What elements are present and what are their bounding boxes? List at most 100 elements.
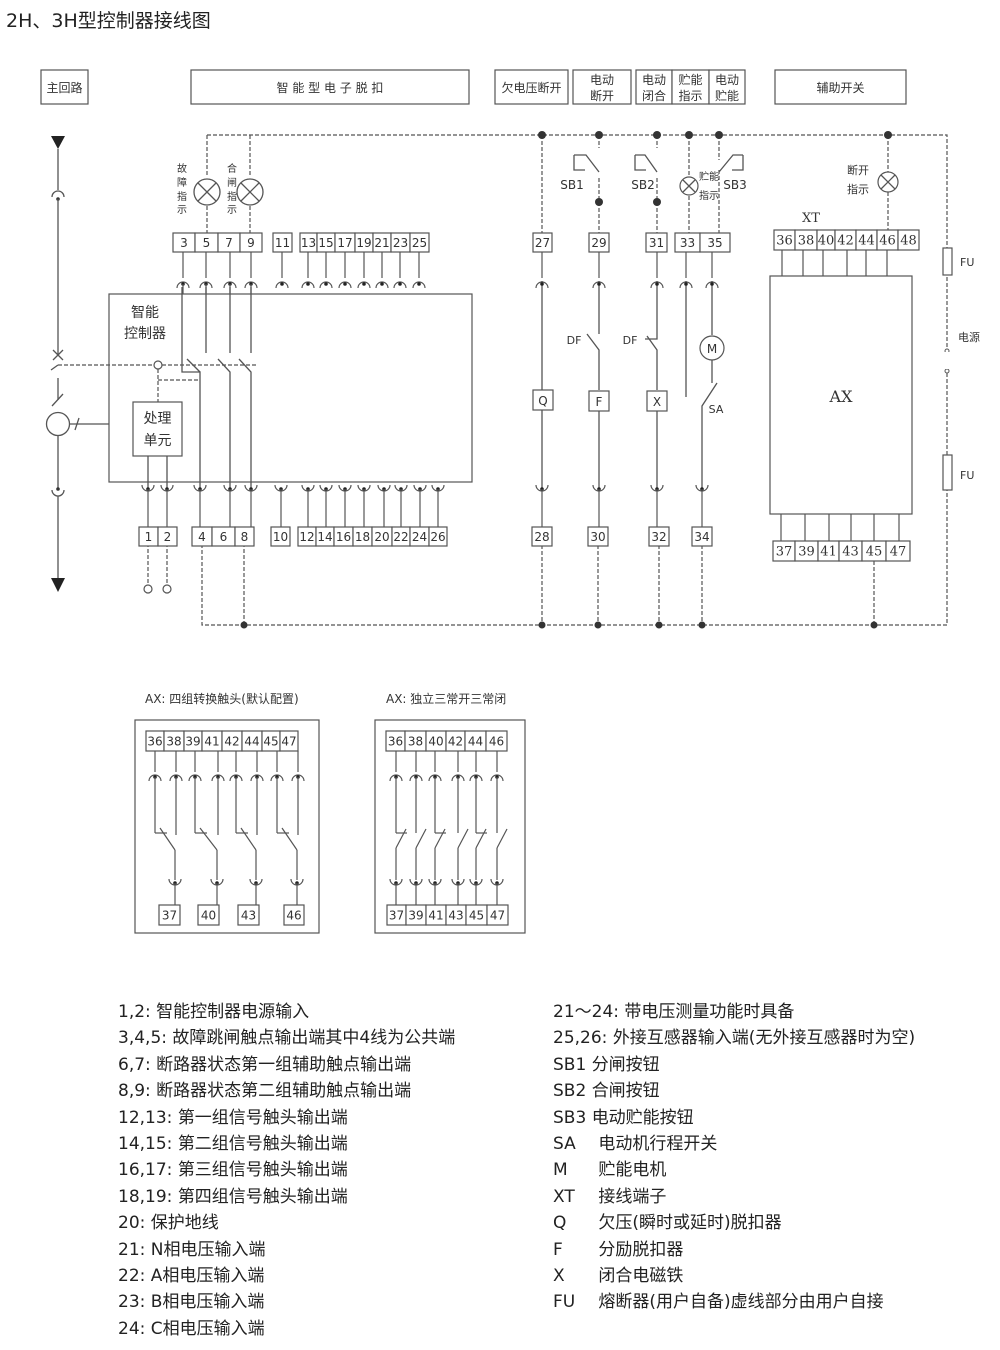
connector-icon [389, 774, 403, 782]
top-terminal-number: 21 [374, 236, 389, 250]
ax-default-top-terminal-number: 38 [166, 734, 181, 748]
q-coil-label: Q [538, 394, 547, 408]
connector-icon [51, 190, 65, 198]
legend-item: SB1 分闸按钮 [553, 1052, 915, 1078]
arrow-down-icon [51, 578, 65, 592]
aux-switch-box [774, 69, 907, 105]
xt-top-terminal-number: 44 [858, 234, 875, 249]
xt-top-terminal-number: 46 [879, 234, 896, 249]
legend-code: 12,13: [118, 1107, 173, 1128]
legend-text: 电动机行程开关 [598, 1134, 718, 1155]
bottom-terminal-number: 6 [220, 530, 228, 544]
ax-independent-top-terminal-number: 36 [388, 734, 403, 748]
top-terminal-number: 25 [412, 236, 427, 250]
top-terminal-number: 3 [180, 236, 188, 250]
legend-code: 25,26: [553, 1028, 608, 1049]
outer-dashed-loop [201, 134, 948, 626]
top-terminal-number: 9 [247, 236, 255, 250]
bottom-terminal-number: 14 [317, 530, 332, 544]
ax-default-bottom-terminal-number: 37 [162, 908, 177, 922]
sb1-button-icon [573, 154, 600, 173]
legend-code: 22: [118, 1266, 146, 1287]
aux-terminal-number: 27 [535, 236, 550, 250]
legend-item: 16,17: 第三组信号触头输出端 [118, 1157, 455, 1183]
aux-terminal-number: 34 [694, 530, 709, 544]
legend-code: X [553, 1266, 565, 1287]
xt-bottom-terminal-number: 43 [842, 545, 859, 560]
legend-text: 智能控制器电源输入 [156, 1002, 310, 1022]
connector-pin [306, 282, 310, 286]
sb1-label: SB1 [560, 178, 583, 192]
ax-default-top-terminal-number: 42 [224, 734, 239, 748]
xt-top-terminal-number: 42 [837, 234, 854, 249]
page-title: 2H、3H型控制器接线图 [6, 10, 211, 32]
undervoltage-box [494, 69, 569, 105]
legend-text: 接线端子 [598, 1186, 667, 1207]
ax-independent-bottom-terminal-number: 45 [469, 908, 484, 922]
terminal-1-open-circle [143, 584, 153, 594]
legend-text: 电动贮能按钮 [591, 1107, 694, 1128]
legend-code: 14,15: [118, 1134, 173, 1155]
legend-item: 12,13: 第一组信号触头输出端 [118, 1105, 455, 1131]
fault-label-3: 指 [177, 190, 187, 203]
legend-text: 第四组信号触头输出端 [177, 1186, 348, 1207]
fuse-bottom-icon [942, 454, 953, 491]
fault-label-4: 示 [177, 205, 187, 216]
motor-storage-box [708, 69, 746, 105]
ax-independent-frame [374, 719, 526, 934]
fuse-top-icon [942, 247, 953, 276]
fault-lamp-icon [193, 178, 221, 206]
legend-text: 合闸按钮 [591, 1081, 660, 1102]
xt-bottom-terminal-number: 45 [866, 545, 883, 560]
junction-dot [538, 131, 546, 139]
motor-storage-label-2: 贮能 [715, 88, 739, 103]
power-terminal-icon [944, 368, 950, 374]
legend-text: 闭合电磁铁 [598, 1266, 684, 1287]
legend-code: 21～24: [553, 1002, 619, 1022]
ax-default-bottom-terminal-number: 43 [241, 908, 256, 922]
top-terminal-number: 7 [225, 236, 233, 250]
connector-icon [469, 774, 483, 782]
breaker-x-icon [52, 349, 64, 361]
aux-terminal-box [587, 526, 609, 547]
power-source-label: 电源 [958, 330, 980, 344]
legend-code: FU [553, 1292, 576, 1313]
legend-item: M 贮能电机 [553, 1157, 915, 1183]
connector-icon [270, 774, 284, 782]
df1-label: DF [567, 334, 582, 347]
motor-close-box [635, 69, 673, 105]
motor-open-box [572, 69, 632, 105]
connector-icon [244, 281, 258, 289]
junction-dot [715, 131, 723, 139]
legend-text: 第一组信号触头输出端 [177, 1107, 348, 1128]
legend-item: 14,15: 第二组信号触头输出端 [118, 1131, 455, 1157]
aux-terminal-number: 35 [707, 236, 722, 250]
motor-open-label-2: 断开 [590, 88, 614, 103]
connector-icon [375, 281, 389, 289]
legend-item: 3,4,5: 故障跳闸触点输出端其中4线为公共端 [118, 1025, 455, 1051]
ax-independent-bottom-terminal-number: 41 [428, 908, 443, 922]
legend-item: SB2 合闸按钮 [553, 1078, 915, 1104]
legend-code: 8,9: [118, 1081, 151, 1102]
connector-icon [338, 281, 352, 289]
legend-text: B相电压输入端 [150, 1292, 265, 1313]
ax-independent-top-terminal-number: 40 [428, 734, 443, 748]
sb2-label: SB2 [631, 178, 654, 192]
sb3-label: SB3 [723, 178, 746, 192]
legend-text: 断路器状态第二组辅助触点输出端 [156, 1081, 412, 1102]
xt-label: XT [802, 211, 820, 226]
legend-text: C相电压输入端 [150, 1318, 265, 1339]
legend-text: A相电压输入端 [150, 1266, 265, 1287]
legend-text: 断路器状态第一组辅助触点输出端 [156, 1054, 412, 1075]
ax-default-bottom-terminal-box [197, 904, 220, 926]
connector-icon [301, 281, 315, 289]
connector-icon [188, 774, 202, 782]
ax-default-frame [134, 719, 320, 934]
junction-dot [884, 131, 892, 139]
junction-dot [655, 621, 663, 629]
ax-default-top-terminal-box [279, 730, 299, 752]
bottom-terminal-number: 1 [145, 530, 153, 544]
legend-item: 20: 保护地线 [118, 1210, 455, 1236]
bottom-terminal-number: 12 [299, 530, 314, 544]
ax-default-top-terminal-number: 41 [204, 734, 219, 748]
